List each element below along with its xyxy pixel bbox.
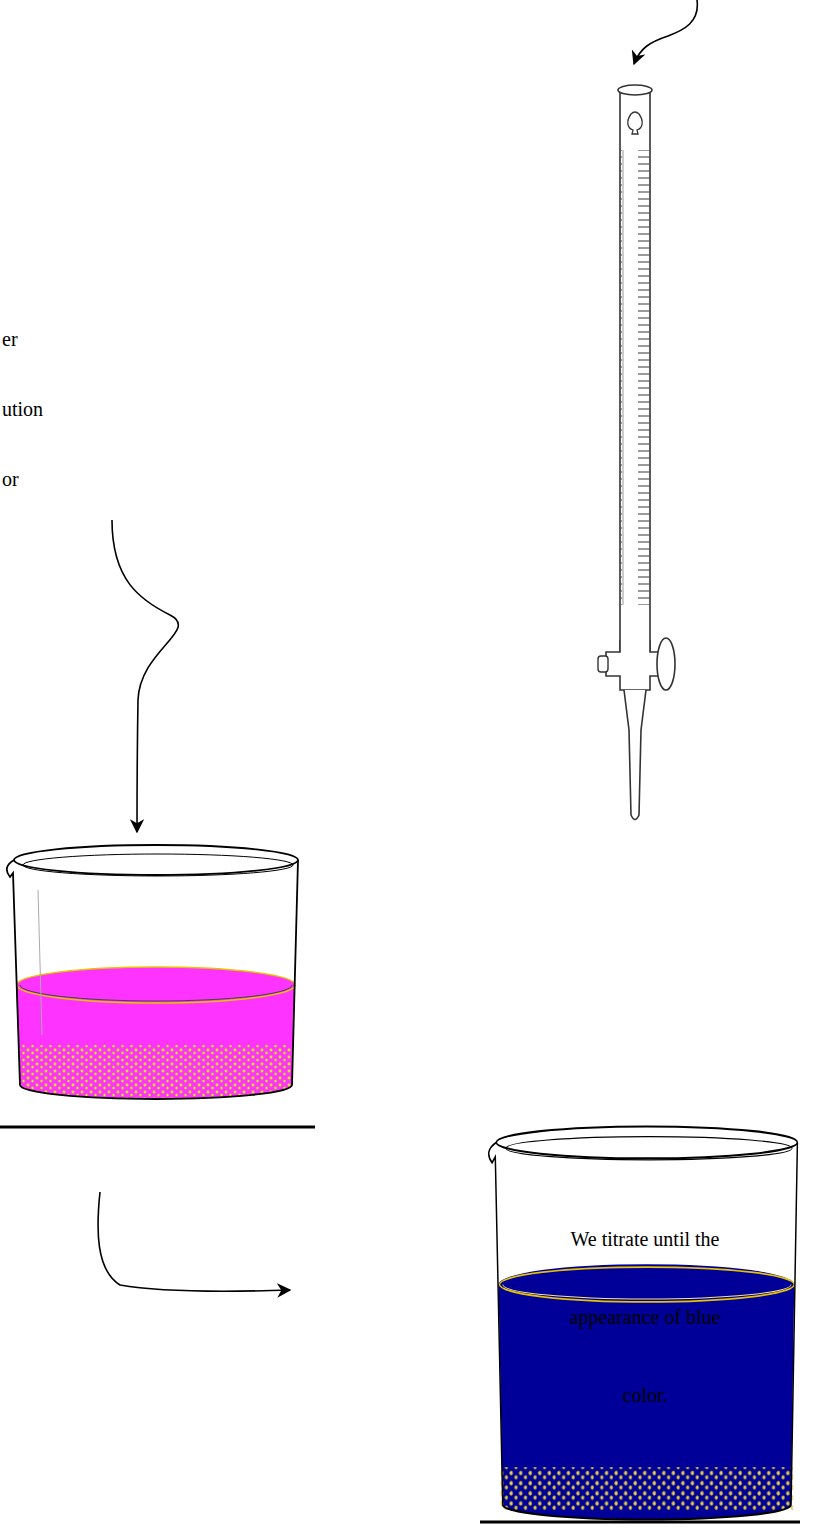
- cut-label: ution: [2, 390, 43, 428]
- burette: [598, 85, 675, 820]
- pointer-arrow: [634, 0, 697, 64]
- bench-line: [480, 1521, 800, 1524]
- pointer-arrow: [98, 1192, 290, 1291]
- pointer-arrow: [112, 520, 178, 832]
- bench-line: [0, 1126, 315, 1129]
- beaker-blue: [489, 1126, 798, 1519]
- beaker-pink: [7, 845, 308, 1105]
- step-note: We titrate until the appearance of blue …: [545, 1200, 745, 1434]
- cut-label: or: [2, 460, 19, 498]
- cut-label: er: [2, 320, 18, 358]
